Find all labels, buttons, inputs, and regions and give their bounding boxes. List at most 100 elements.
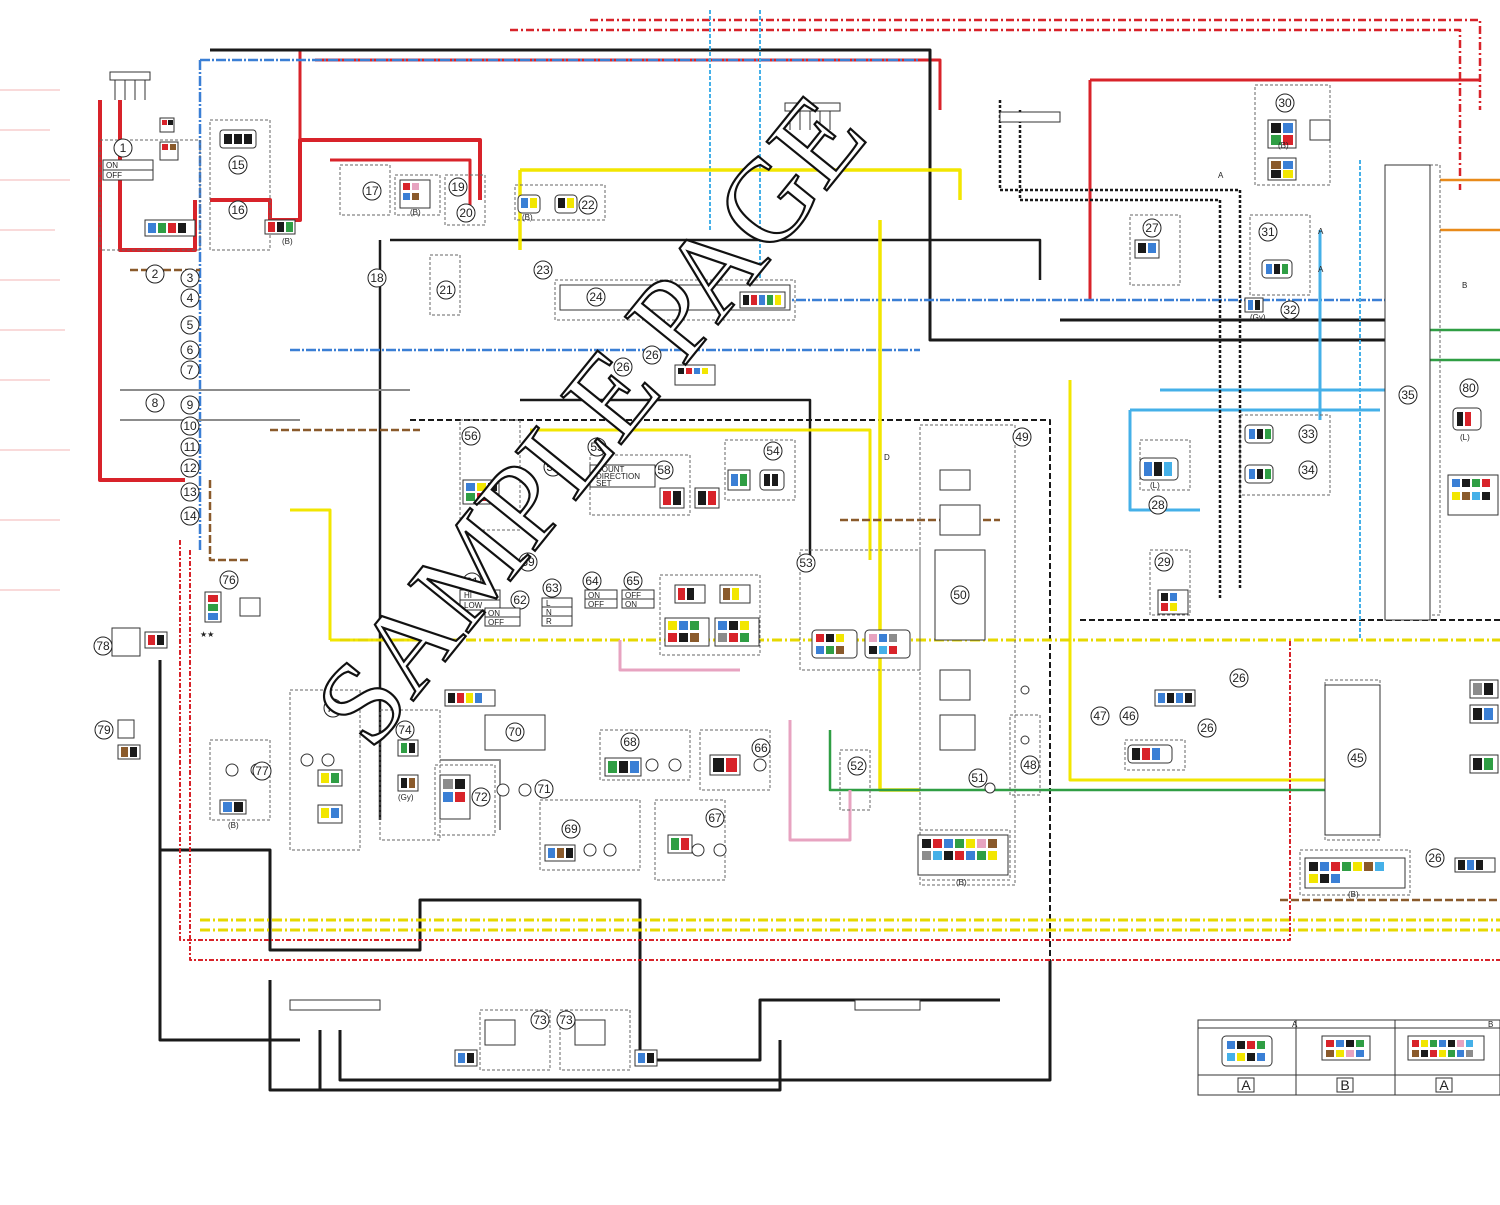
r-label: R [546,617,552,626]
component-number-label: 24 [589,290,603,304]
component-number-label: 22 [581,198,595,212]
component-number-17: 17 [362,181,382,201]
connector-27 [1134,239,1160,259]
component-number-26-dup: 26 [1197,718,1217,738]
component-number-circle [796,553,816,573]
component-number-label: 15 [231,158,245,172]
component-number-circle [145,264,165,284]
wire-red-dashed-bottom [179,540,1500,961]
component-number-label: 11 [184,440,197,454]
wire-black-bus [158,48,1395,1062]
on-off-switch-table-62: ON OFF [484,607,521,627]
component-number-circle [1425,848,1445,868]
wire-green [828,328,1500,792]
component-number-label: 10 [183,419,197,433]
component-number-26: 26 [613,357,633,377]
component-number-circle [1197,718,1217,738]
connector-77 [219,799,247,815]
component-number-78: 78 [93,636,113,656]
tag-d: D [884,453,890,462]
component-number-circle [642,345,662,365]
connector-24-grid [739,291,786,309]
component-number-circle [620,732,640,752]
component-number-circle [556,1010,576,1030]
component-number-58: 58 [654,460,674,480]
tag-a-2: A [1318,227,1324,236]
component-number-circle [436,280,456,300]
component-number-55: 55 [587,437,607,457]
component-number-circle [456,203,476,223]
connector-16-side [264,219,296,235]
component-number-circle [1347,748,1367,768]
legend-connector-3 [1407,1035,1485,1061]
connector-26-bottom-right [1454,857,1496,873]
stars-76: ★★ [200,630,214,639]
component-number-circle [228,200,248,220]
component-number-61: 61 [462,572,482,592]
component-number-54: 54 [763,441,783,461]
component-number-20: 20 [456,203,476,223]
component-number-circle [533,260,553,280]
component-number-label: 48 [1023,758,1037,772]
n-label: N [546,608,552,617]
connector-26-top [674,364,716,386]
component-number-21: 21 [436,280,456,300]
connector-45-bottom [1304,857,1406,889]
component-number-circle [847,756,867,776]
component-number-circle [1280,300,1300,320]
component-number-34: 34 [1298,460,1318,480]
component-number-label: 1 [120,141,127,155]
component-number-label: 61 [465,575,479,589]
connector-63-grid [664,617,710,647]
legend-header-b: B [1488,1020,1493,1029]
component-number-label: 66 [754,741,768,755]
component-number-label: 73 [559,1013,573,1027]
ignition-on-label: ON [106,161,118,170]
connector-70-top [444,689,496,707]
component-number-circle [1275,93,1295,113]
module-49-d [939,714,976,751]
connector-68 [604,757,642,777]
left-fade-lines [0,89,70,591]
ignition-off-label: OFF [106,171,122,180]
component-number-57: 57 [543,457,563,477]
connector-34 [1244,464,1274,484]
harness-comb-top-left [109,71,151,100]
component-number-label: 29 [1157,555,1171,569]
component-number-label: 47 [1093,709,1107,723]
component-number-70: 70 [505,722,525,742]
module-79 [117,719,135,739]
component-number-label: 34 [1301,463,1315,477]
component-number-circle [1229,668,1249,688]
component-number-circle [578,195,598,215]
component-number-circle [145,393,165,413]
component-number-label: 16 [231,203,245,217]
component-number-circle [518,552,538,572]
component-number-circle [543,457,563,477]
connector-67 [667,834,693,854]
component-number-13: 13 [180,482,200,502]
connector-26-right [1154,689,1196,707]
component-number-circle [1298,460,1318,480]
tag-b-45: (B) [1348,890,1359,899]
component-number-label: 72 [474,790,488,804]
component-number-circle [1119,706,1139,726]
component-number-label: 30 [1278,96,1292,110]
wire-red-main [98,100,482,482]
harness-comb-bottom-left [289,999,381,1011]
wire-dark-right [998,100,1242,600]
component-number-9: 9 [180,395,200,415]
connector-1-lower [144,219,196,237]
component-number-label: 55 [590,440,604,454]
component-number-label: 5 [187,318,194,332]
component-number-46: 46 [1119,706,1139,726]
component-number-label: 51 [971,771,985,785]
component-number-label: 26 [1428,851,1442,865]
component-number-label: 79 [97,723,111,737]
component-number-label: 67 [708,811,722,825]
module-73a [484,1019,516,1046]
component-number-label: 20 [459,206,473,220]
tag-b-right: B [1462,281,1467,290]
component-number-circle [1148,495,1168,515]
connector-80 [1452,407,1482,431]
